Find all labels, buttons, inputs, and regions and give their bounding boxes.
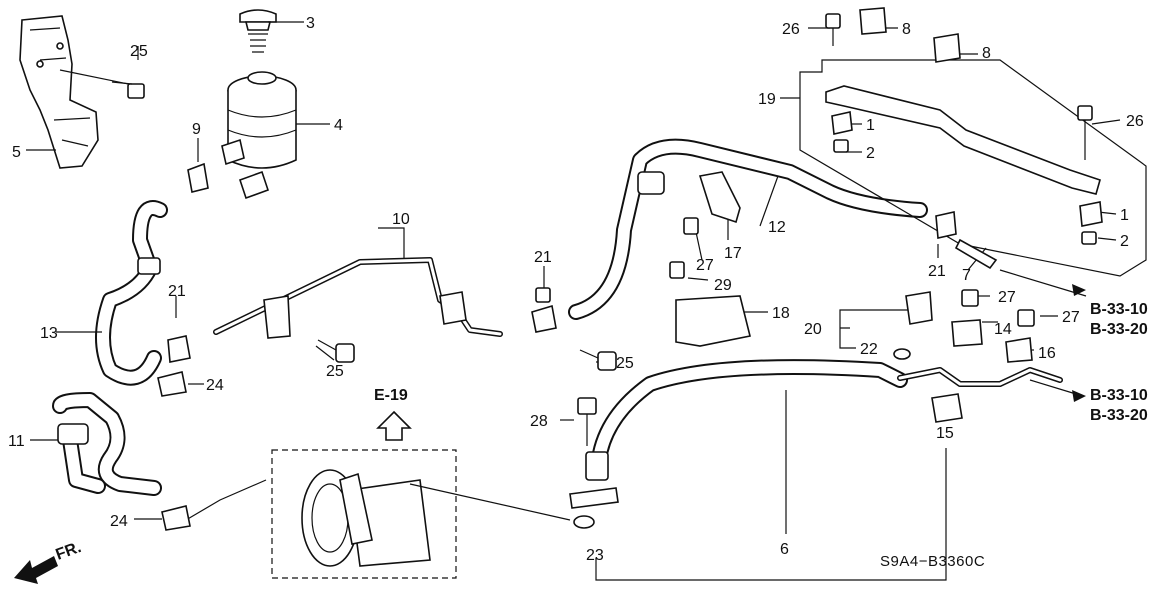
- hose-part-13: [95, 200, 168, 386]
- hose-part-11: [52, 392, 162, 496]
- part-label-24: 24: [206, 377, 224, 394]
- part-label-11: 11: [8, 433, 25, 450]
- reservoir-cap-part-3: [239, 9, 277, 53]
- ref-e19: E-19: [374, 387, 408, 404]
- part-label-19: 19: [758, 91, 776, 108]
- part-label-26: 26: [782, 21, 800, 38]
- part-label-29: 29: [714, 277, 732, 294]
- part-label-9: 9: [192, 121, 201, 138]
- part-label-4: 4: [334, 117, 343, 134]
- b33-reference-arrows: [1072, 284, 1086, 402]
- pressure-hose-part-6: [569, 359, 1063, 509]
- part-label-24: 24: [110, 513, 128, 530]
- part-labels: 25 5 3 4 9 10 13 21 11 24 24 25 25 21 28…: [8, 15, 1144, 564]
- part-label-27: 27: [998, 289, 1016, 306]
- part-label-3: 3: [306, 15, 315, 32]
- part-label-14: 14: [994, 321, 1012, 338]
- leader-lines: [26, 21, 1121, 581]
- reservoir-part-4: [221, 71, 297, 200]
- ref-b33-10-lower: B-33-10: [1090, 387, 1148, 404]
- part-label-22: 22: [860, 341, 878, 358]
- part-label-25: 25: [326, 363, 344, 380]
- part-label-8: 8: [902, 21, 911, 38]
- power-steering-pump: [271, 449, 457, 579]
- part-label-28: 28: [530, 413, 548, 430]
- part-label-20: 20: [804, 321, 822, 338]
- part-label-21: 21: [168, 283, 186, 300]
- part-label-17: 17: [724, 245, 742, 262]
- part-label-27: 27: [1062, 309, 1080, 326]
- part-label-26: 26: [1126, 113, 1144, 130]
- part-label-15: 15: [936, 425, 954, 442]
- part-label-25: 25: [130, 43, 148, 60]
- part-label-18: 18: [772, 305, 790, 322]
- bracket-part-5: [19, 15, 99, 169]
- stay-part-19: [799, 59, 1147, 277]
- part-label-13: 13: [40, 325, 58, 342]
- front-direction-arrow: [14, 556, 58, 584]
- e19-reference-arrow: [376, 410, 412, 441]
- hardware-parts: [111, 7, 1103, 531]
- part-label-5: 5: [12, 144, 21, 161]
- part-label-7: 7: [962, 267, 971, 284]
- part-label-10: 10: [392, 211, 410, 228]
- part-label-2: 2: [1120, 233, 1129, 250]
- drawing-code: S9A4−B3360C: [880, 553, 985, 570]
- part-label-27: 27: [696, 257, 714, 274]
- part-label-21: 21: [534, 249, 552, 266]
- part-label-6: 6: [780, 541, 789, 558]
- part-label-2: 2: [866, 145, 875, 162]
- part-label-25: 25: [616, 355, 634, 372]
- part-label-16: 16: [1038, 345, 1056, 362]
- part-label-23: 23: [586, 547, 604, 564]
- return-line-part-10: [213, 257, 503, 339]
- part-label-12: 12: [768, 219, 786, 236]
- ref-b33-10-upper: B-33-10: [1090, 301, 1148, 318]
- hose-part-12: [568, 138, 928, 320]
- front-label: FR.: [54, 539, 84, 564]
- part-label-8: 8: [982, 45, 991, 62]
- part-label-21: 21: [928, 263, 946, 280]
- part-label-1: 1: [1120, 207, 1129, 224]
- reference-labels: E-19 B-33-10 B-33-20 B-33-10 B-33-20 FR.…: [54, 301, 1148, 570]
- ref-b33-20-lower: B-33-20: [1090, 407, 1148, 424]
- part-label-1: 1: [866, 117, 875, 134]
- ref-b33-20-upper: B-33-20: [1090, 321, 1148, 338]
